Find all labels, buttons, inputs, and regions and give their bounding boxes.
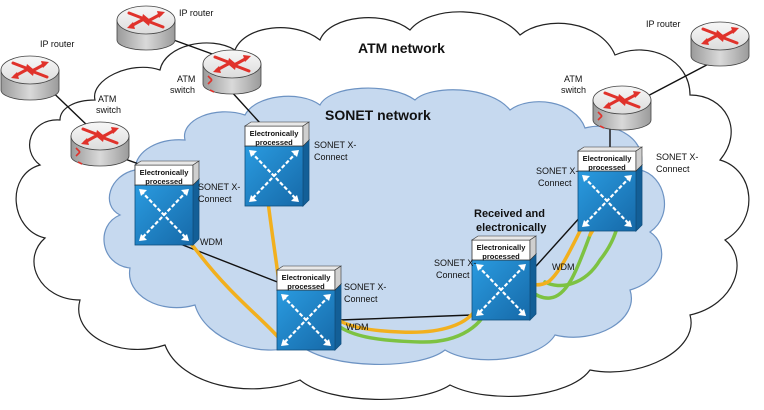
xconnect-caption-line1: Electronically (140, 168, 190, 177)
atm-switch-icon (203, 50, 261, 94)
received-label-line2: electronically (476, 222, 547, 234)
xconnect-caption-line2: processed (482, 252, 520, 261)
xconnect-label-line2: Connect (656, 164, 690, 174)
xconnect-label-line1: SONET X- (656, 152, 698, 162)
ip-router-label: IP router (179, 8, 213, 18)
ip-router-icon (689, 20, 751, 68)
xconnect-label-line2: Connect (198, 194, 232, 204)
received-label-line1: Received and (474, 208, 545, 220)
atm-network-title: ATM network (358, 40, 445, 56)
xconnect-label-line1: SONET X- (344, 282, 386, 292)
xconnect-caption-line2: processed (255, 138, 293, 147)
atm-switch-label-line2: switch (561, 85, 586, 95)
atm-switch-label-line2: switch (170, 85, 195, 95)
xconnect-label-line1: SONET X- (434, 258, 476, 268)
xconnect-label-line2: Connect (538, 178, 572, 188)
xconnect-caption-line2: processed (287, 282, 325, 291)
xconnect-label-line1: SONET X- (536, 166, 578, 176)
xconnect-label-line2: Connect (314, 152, 348, 162)
xconnect-caption-line1: Electronically (477, 243, 527, 252)
ip-router-icon (115, 4, 177, 52)
atm-switch-label-line1: ATM (564, 74, 582, 84)
xconnect-label-line1: SONET X- (314, 140, 356, 150)
xconnect-caption-line1: Electronically (250, 129, 300, 138)
ip-router-icon (0, 54, 61, 102)
atm-switch-icon (71, 122, 129, 166)
xconnect-caption-line2: processed (145, 177, 183, 186)
xconnect-caption-line2: processed (588, 163, 626, 172)
atm-switch-icon (593, 86, 651, 130)
xconnect-label-line1: SONET X- (198, 182, 240, 192)
xconnect-label-line2: Connect (344, 294, 378, 304)
wdm-label: WDM (552, 262, 575, 272)
atm-switch-label-line1: ATM (98, 94, 116, 104)
xconnect-caption-line1: Electronically (282, 273, 332, 282)
atm-switch-label-line2: switch (96, 105, 121, 115)
ip-router-label: IP router (40, 39, 74, 49)
wdm-label: WDM (200, 237, 223, 247)
xconnect-caption-line1: Electronically (583, 154, 633, 163)
xconnect-label-line2: Connect (436, 270, 470, 280)
sonet-network-title: SONET network (325, 107, 431, 123)
atm-switch-label-line1: ATM (177, 74, 195, 84)
wdm-label: WDM (346, 322, 369, 332)
ip-router-label: IP router (646, 19, 680, 29)
